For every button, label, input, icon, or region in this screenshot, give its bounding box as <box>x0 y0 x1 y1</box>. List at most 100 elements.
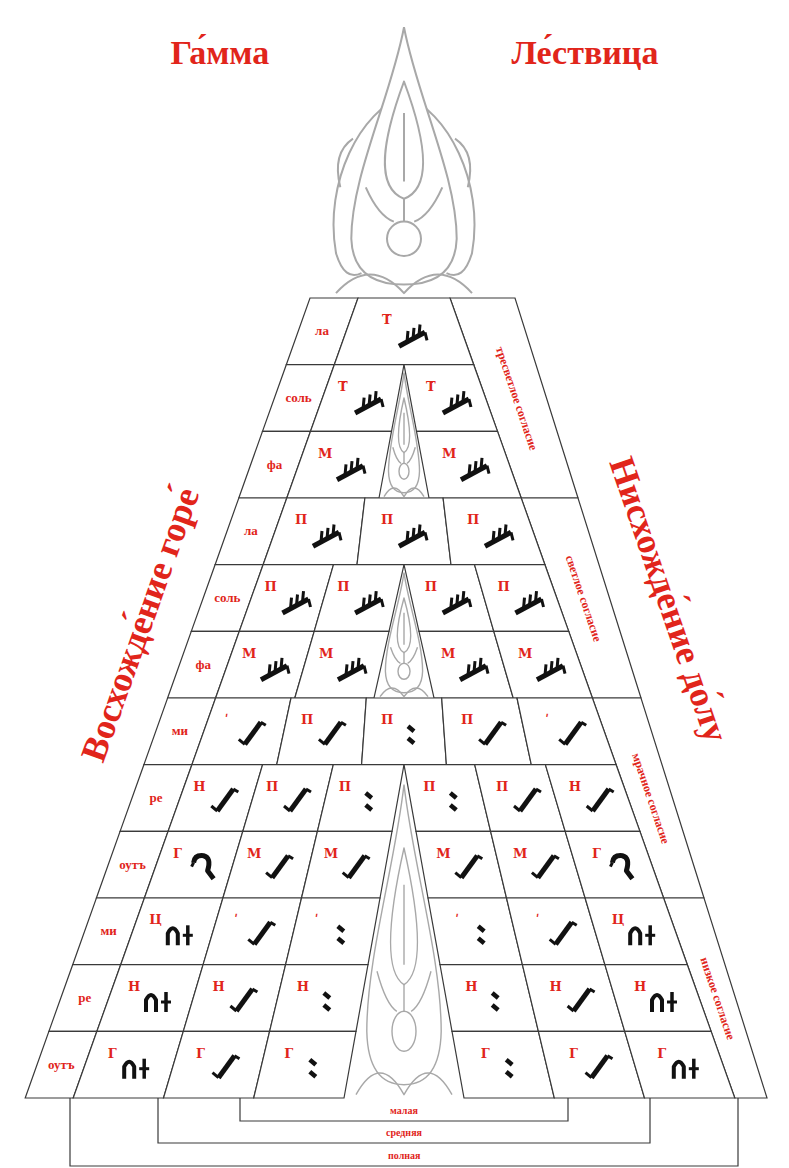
neume-stroke <box>542 599 544 607</box>
neume-stroke <box>239 739 245 744</box>
pomet-mark: Г <box>657 1047 666 1061</box>
neume-symbol <box>343 856 370 878</box>
pomet-mark: П <box>423 780 435 794</box>
neume-stroke <box>272 856 288 878</box>
neume-stroke <box>689 1067 699 1070</box>
neume-stroke <box>645 934 655 937</box>
neume-cell <box>254 1031 356 1098</box>
neume-symbol <box>399 525 427 547</box>
neume-symbol <box>537 658 565 680</box>
neume-stroke <box>492 993 498 998</box>
neume-symbol <box>479 722 506 744</box>
neume-symbol <box>310 1060 316 1077</box>
pomet-mark: П <box>498 580 510 594</box>
pomet-mark: М̇ <box>319 647 333 661</box>
neume-symbol <box>338 658 366 680</box>
neume-stroke <box>474 661 475 672</box>
neume-stroke <box>365 856 370 859</box>
ornament-line <box>397 598 411 653</box>
neume-cell <box>317 765 404 832</box>
ornament-line <box>385 82 424 199</box>
ornament-line <box>384 488 424 497</box>
neume-stroke <box>381 399 383 407</box>
pomet-mark: П <box>467 513 479 527</box>
neume-symbol <box>337 458 365 480</box>
pomet-mark: Г <box>592 847 601 861</box>
neume-stroke <box>532 873 538 878</box>
neume-symbol <box>587 789 614 811</box>
neume-stroke <box>375 391 376 402</box>
neume-cell <box>334 298 473 365</box>
neume-stroke <box>266 873 272 878</box>
neume-stroke <box>363 598 364 609</box>
neume-symbol <box>230 989 257 1011</box>
neume-symbol <box>506 1060 512 1077</box>
range-bracket <box>158 1098 650 1143</box>
ornament-line <box>380 688 428 697</box>
neume-stroke <box>363 398 364 409</box>
ornament-line <box>455 139 470 188</box>
neume-stroke <box>341 722 346 725</box>
neume-stroke <box>211 806 217 811</box>
neume-symbol <box>355 591 383 613</box>
ornament-line <box>403 653 404 664</box>
ornament-line <box>403 413 404 445</box>
neume-symbol <box>532 856 559 878</box>
neume-cell <box>404 365 498 432</box>
pomet-mark: П <box>339 780 351 794</box>
note-name: ми <box>101 924 117 938</box>
neume-cell <box>442 698 532 765</box>
pomet-mark: М̇ <box>441 647 455 661</box>
pomet-mark: ʹ <box>234 913 238 927</box>
pomet-mark: Н <box>212 980 224 994</box>
neume-stroke <box>357 458 358 469</box>
neume-symbol <box>324 993 330 1010</box>
neume-stroke <box>233 789 238 792</box>
neume-stroke <box>451 598 452 609</box>
neume-stroke <box>407 531 408 542</box>
neume-stroke <box>492 1005 498 1010</box>
neume-stroke <box>557 658 558 669</box>
pomet-mark: М <box>513 847 527 861</box>
neume-symbol <box>443 391 471 413</box>
neume-stroke <box>419 525 420 536</box>
pomet-mark: ʹ <box>545 713 549 727</box>
neume-stroke <box>486 666 488 674</box>
pomet-mark: Г <box>284 1047 293 1061</box>
pomet-mark: ʹ <box>536 913 540 927</box>
neume-stroke <box>310 1072 316 1077</box>
neume-cell <box>443 498 545 565</box>
ornament-bud <box>387 222 421 256</box>
neume-symbol <box>366 793 372 810</box>
pomet-mark: Н <box>569 780 581 794</box>
neume-stroke <box>511 532 513 540</box>
neume-stroke <box>291 598 292 609</box>
pomet-mark: П <box>301 713 313 727</box>
pomet-mark: Т̇ <box>338 380 348 394</box>
neume-stroke <box>652 995 662 1012</box>
neume-stroke <box>381 599 383 607</box>
ornament-line <box>398 398 409 453</box>
neume-stroke <box>610 863 612 867</box>
neume-cell <box>302 831 393 898</box>
neume-stroke <box>630 928 640 945</box>
neume-stroke <box>366 805 372 810</box>
ornament-line <box>338 139 353 188</box>
neume-stroke <box>463 591 464 602</box>
neume-stroke <box>425 532 427 540</box>
ornament <box>380 573 428 697</box>
neume-stroke <box>554 856 559 859</box>
neume-symbol <box>461 458 489 480</box>
neume-stroke <box>559 739 565 744</box>
neume-symbol <box>485 525 513 547</box>
neume-stroke <box>455 873 461 878</box>
pomet-mark: М <box>436 847 450 861</box>
pomet-mark: Т̇ <box>426 380 436 394</box>
neume-stroke <box>346 664 347 675</box>
pomet-mark: Н <box>128 980 140 994</box>
neume-symbol <box>355 391 383 413</box>
ornament-line <box>414 187 442 221</box>
neume-stroke <box>324 993 330 998</box>
neume-cell <box>452 1031 554 1098</box>
neume-stroke <box>333 525 334 536</box>
